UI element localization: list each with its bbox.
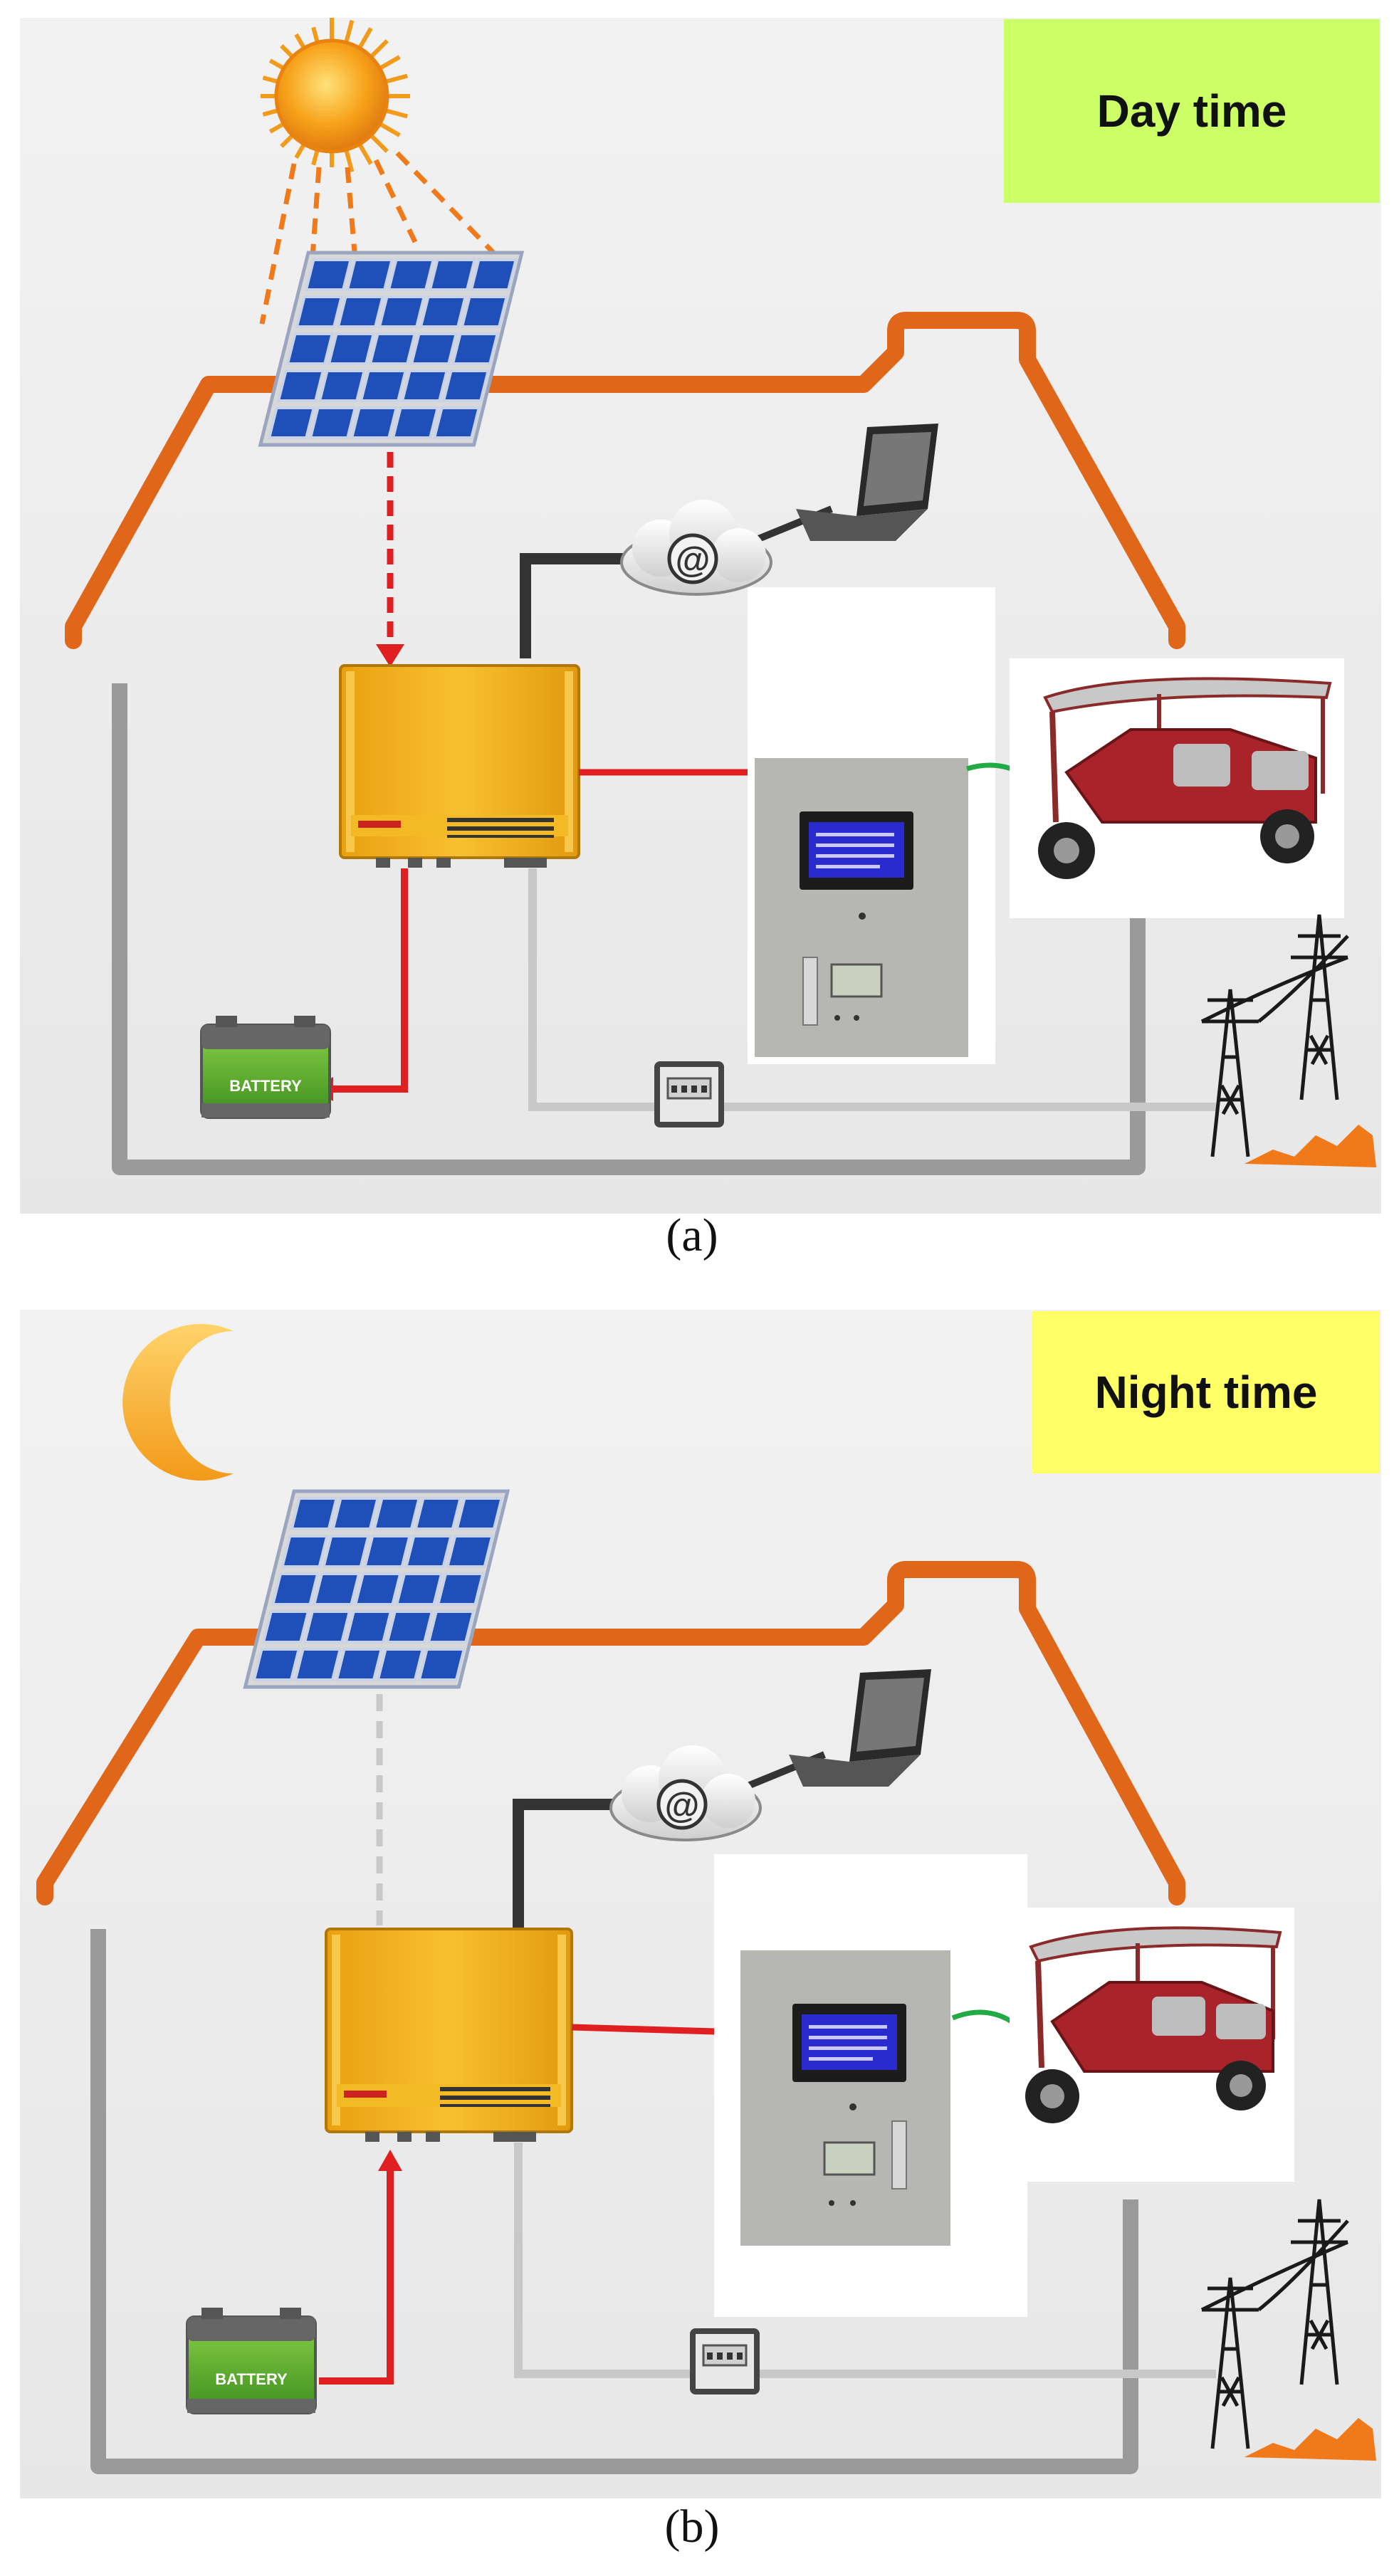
battery-icon: BATTERY bbox=[186, 2308, 317, 2414]
transmission-tower-icon bbox=[1200, 2199, 1349, 2449]
charging-station-icon bbox=[714, 1854, 1027, 2317]
day-time-diagram: @ bbox=[65, 18, 1376, 1175]
comm-line bbox=[513, 1799, 622, 1936]
energy-meter-icon bbox=[654, 1061, 724, 1127]
solar-panel-icon bbox=[258, 251, 525, 447]
night-time-label: Night time bbox=[1032, 1311, 1380, 1473]
solar-panel-icon bbox=[243, 1489, 510, 1689]
day-time-panel: @ bbox=[20, 18, 1381, 1214]
house-ground-line bbox=[90, 1929, 1138, 2474]
house-outline bbox=[36, 1561, 1185, 1905]
battery-label: BATTERY bbox=[215, 2370, 288, 2388]
cloud-internet-icon: @ bbox=[620, 500, 772, 596]
cloud-internet-icon: @ bbox=[609, 1745, 762, 1841]
laptop-icon bbox=[789, 1669, 931, 1787]
sunlight-rays bbox=[259, 151, 496, 325]
grid-line bbox=[514, 2143, 1216, 2378]
comm-line bbox=[520, 553, 632, 658]
day-time-label: Day time bbox=[1004, 19, 1380, 203]
svg-text:@: @ bbox=[665, 1785, 700, 1825]
grid-line bbox=[528, 868, 1216, 1111]
battery-icon: BATTERY bbox=[200, 1016, 331, 1119]
laptop-icon bbox=[796, 424, 938, 541]
svg-text:@: @ bbox=[676, 540, 711, 579]
house-ground-line bbox=[112, 683, 1146, 1175]
solar-to-inverter-arrow bbox=[376, 452, 404, 667]
caption-a: (a) bbox=[666, 1209, 718, 1261]
e-rickshaw-icon bbox=[1010, 1908, 1294, 2182]
night-time-panel: @ bbox=[20, 1310, 1381, 2498]
battery-to-inverter-arrow bbox=[319, 2150, 402, 2385]
sun-icon bbox=[261, 18, 410, 173]
energy-meter-icon bbox=[690, 2328, 760, 2394]
ground-flame-decoration bbox=[1245, 2418, 1376, 2461]
night-time-diagram: @ bbox=[36, 1324, 1376, 2474]
inverter-icon bbox=[325, 1928, 573, 2142]
charging-station-icon bbox=[748, 587, 995, 1064]
caption-b: (b) bbox=[664, 2501, 720, 2553]
inverter-icon bbox=[339, 664, 580, 868]
inverter-to-station-line bbox=[571, 2024, 740, 2036]
transmission-tower-icon bbox=[1200, 914, 1349, 1157]
e-rickshaw-icon bbox=[1010, 658, 1344, 918]
ground-flame-decoration bbox=[1245, 1125, 1376, 1167]
moon-icon bbox=[122, 1324, 234, 1481]
house-outline bbox=[65, 312, 1185, 649]
battery-label: BATTERY bbox=[229, 1077, 302, 1095]
